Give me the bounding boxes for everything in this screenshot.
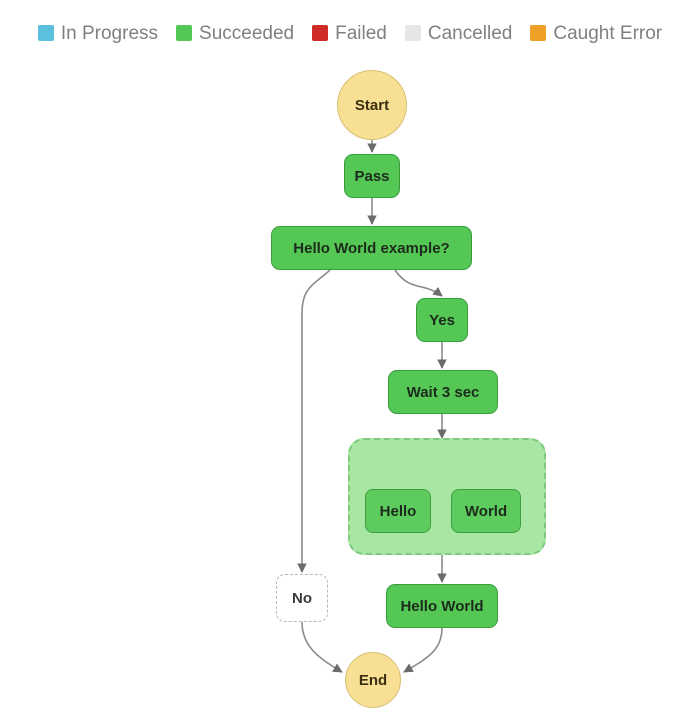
node-wait-3-sec-label: Wait 3 sec — [406, 383, 480, 401]
node-choice[interactable]: Hello World example? — [271, 226, 472, 270]
node-yes-label: Yes — [429, 311, 455, 329]
node-world[interactable]: World — [451, 489, 521, 533]
node-hello-world[interactable]: Hello World — [386, 584, 498, 628]
node-start[interactable]: Start — [337, 70, 407, 140]
legend-item-cancelled: Cancelled — [404, 22, 513, 44]
edge-no-end — [301, 621, 343, 673]
legend-swatch-cancelled — [404, 25, 421, 41]
node-yes[interactable]: Yes — [416, 298, 468, 342]
legend-label-caught-error: Caught Error — [553, 22, 663, 44]
node-choice-label: Hello World example? — [293, 239, 450, 257]
legend-swatch-succeeded — [176, 25, 193, 41]
node-end-label: End — [358, 671, 388, 689]
node-end[interactable]: End — [345, 652, 401, 708]
node-wait-3-sec[interactable]: Wait 3 sec — [388, 370, 498, 414]
legend-item-in-progress: In Progress — [37, 22, 159, 44]
legend-swatch-caught-error — [530, 25, 547, 41]
status-legend: In Progress Succeeded Failed Cancelled C… — [0, 0, 700, 62]
node-pass[interactable]: Pass — [344, 154, 400, 198]
legend-item-succeeded: Succeeded — [176, 24, 294, 43]
node-no-label: No — [292, 589, 312, 607]
legend-label-cancelled: Cancelled — [427, 22, 513, 44]
legend-item-caught-error: Caught Error — [530, 24, 662, 43]
node-hello[interactable]: Hello — [365, 489, 431, 533]
node-hello-label: Hello — [379, 502, 417, 520]
legend-label-failed: Failed — [335, 22, 387, 44]
legend-item-failed: Failed — [312, 24, 387, 43]
execution-graph[interactable]: Start Pass Hello World example? Yes Wait… — [0, 60, 700, 722]
edge-helloworld-end — [403, 627, 443, 673]
edge-choice-yes — [394, 269, 443, 297]
node-no[interactable]: No — [276, 574, 328, 622]
node-pass-label: Pass — [354, 167, 390, 185]
node-hello-world-label: Hello World — [400, 597, 484, 615]
legend-swatch-failed — [312, 25, 329, 41]
node-world-label: World — [464, 502, 508, 520]
legend-label-succeeded: Succeeded — [199, 22, 295, 44]
legend-label-in-progress: In Progress — [60, 22, 159, 44]
node-start-label: Start — [354, 96, 390, 114]
edge-choice-no — [297, 269, 331, 573]
legend-swatch-in-progress — [37, 25, 54, 41]
